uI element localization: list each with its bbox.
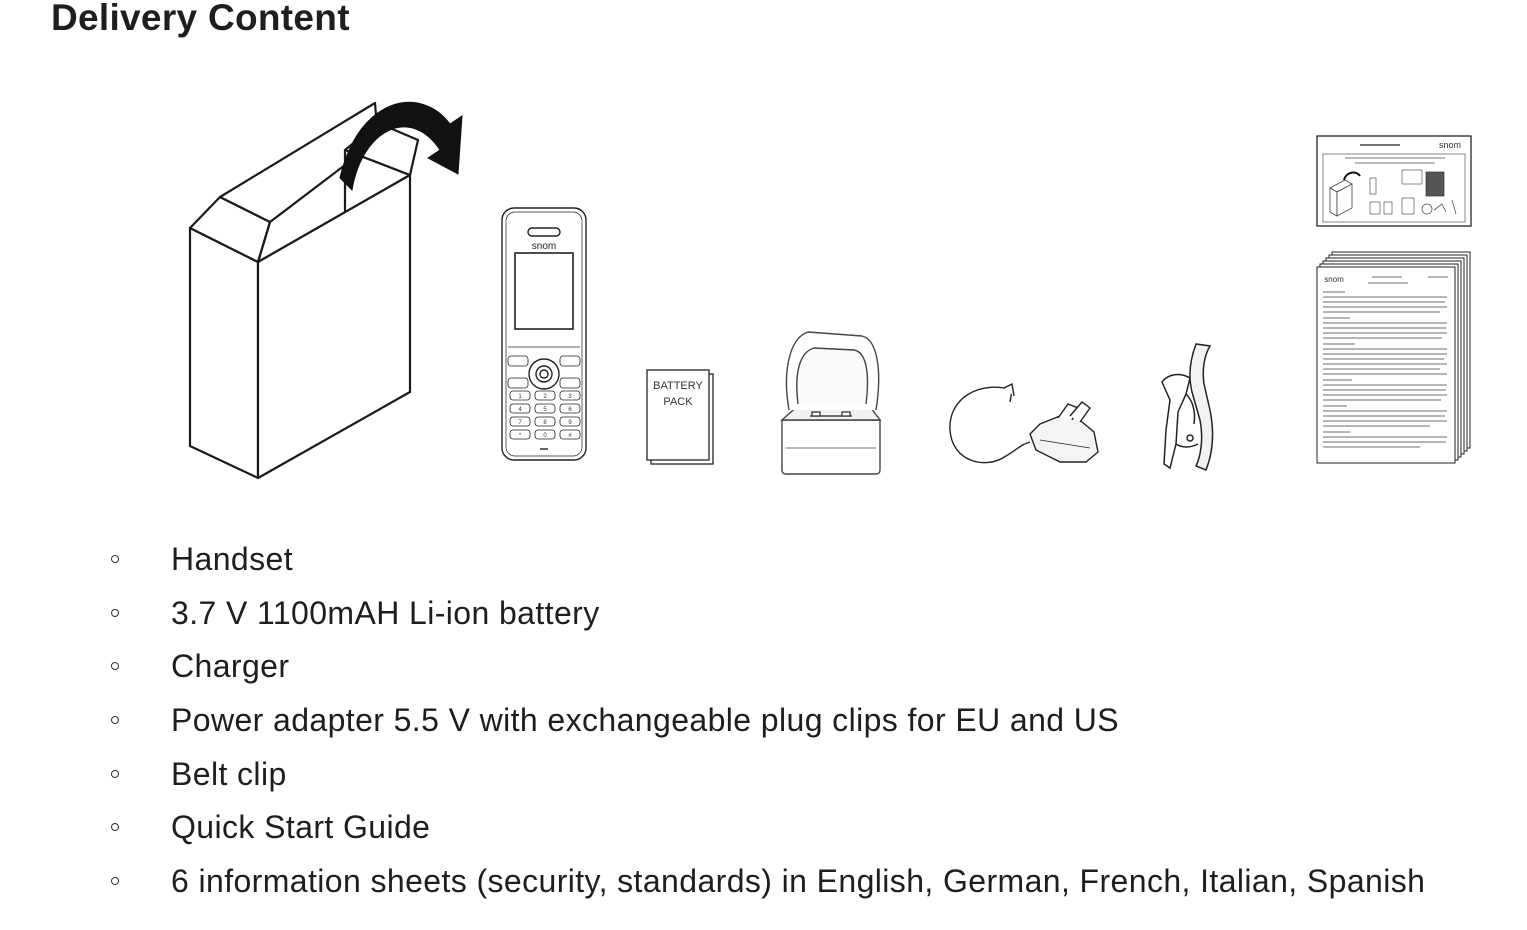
list-item-label: Power adapter 5.5 V with exchangeable pl… [171,701,1120,738]
bullet-icon [111,662,119,671]
delivery-content-illustration: snom 1 2 3 4 5 6 7 8 9 * 0 # BATTERY PAC… [188,101,1472,480]
bullet-icon [111,554,119,563]
battery-label-line1: BATTERY [653,380,703,392]
list-item-label: Belt clip [171,755,287,792]
battery-label-line2: PACK [663,396,693,408]
bullet-icon [111,823,119,832]
bullet-icon [111,769,119,778]
keypad-key-hash: # [568,433,572,439]
keypad-key-5: 5 [543,407,547,413]
battery-pack-illustration [646,369,714,465]
guide-brand-label: snom [1439,140,1461,150]
information-sheets-illustration [1316,251,1471,464]
handset-brand-label: snom [532,241,556,252]
sheet-brand-label: snom [1324,275,1344,284]
keypad-key-9: 9 [568,420,572,426]
charger-illustration [780,331,882,475]
belt-clip-illustration [1161,343,1214,471]
keypad-key-star: * [519,433,522,439]
keypad-key-2: 2 [543,394,547,400]
handset-illustration [501,207,587,461]
list-item-label: Quick Start Guide [171,809,431,846]
list-item-label: Charger [171,648,290,685]
bullet-icon [111,715,119,724]
list-item-label: 3.7 V 1100mAH Li-ion battery [171,594,600,631]
keypad-key-4: 4 [518,407,522,413]
box-illustration [188,101,420,480]
keypad-key-3: 3 [568,394,572,400]
information-sheet-text-lines [1323,276,1448,448]
bullet-icon [111,608,119,617]
list-item-label: 6 information sheets (security, standard… [171,862,1426,899]
keypad-key-0: 0 [543,433,547,439]
keypad-key-7: 7 [518,420,522,426]
keypad-key-1: 1 [518,394,522,400]
page-title: Delivery Content [51,0,350,38]
keypad-key-8: 8 [543,420,547,426]
quick-start-guide-illustration [1316,135,1472,227]
open-arrow-icon [339,101,463,192]
list-item-label: Handset [171,540,293,577]
bullet-icon [111,876,119,885]
power-adapter-illustration [949,382,1099,464]
keypad-key-6: 6 [568,407,572,413]
